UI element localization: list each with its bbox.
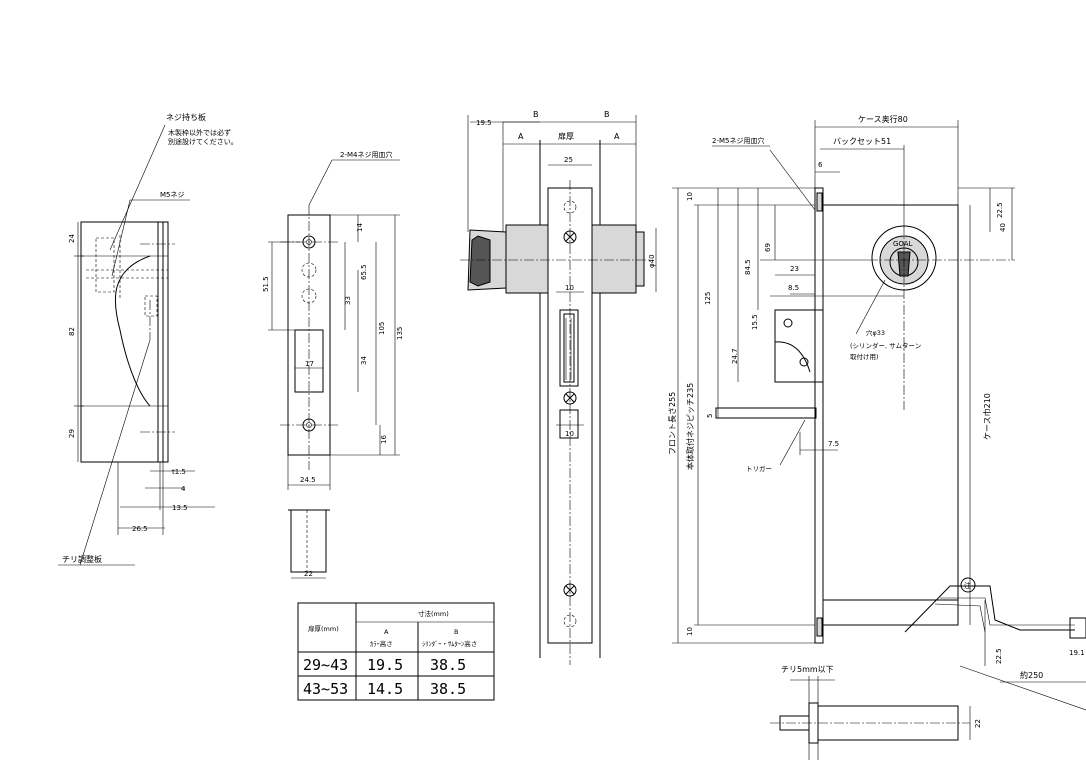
dim-26-5: 26.5 xyxy=(132,525,148,533)
dim-10-bottom: 10 xyxy=(686,627,694,636)
dim-16: 16 xyxy=(380,435,388,444)
a-sub: ｶﾗｰ高さ xyxy=(370,639,393,648)
chiri-label: チリ5mm以下 xyxy=(781,665,834,674)
dim-22-5-bottom: 22.5 xyxy=(995,648,1003,664)
hole-label: 穴φ33 xyxy=(866,328,885,337)
dim-19-1: 19.1 xyxy=(1069,649,1085,657)
dim-33: 33 xyxy=(344,296,352,305)
dim-B2: B xyxy=(604,110,610,119)
b-sub: ｼﾘﾝﾀﾞｰ・ｻﾑﾀｰﾝ高さ xyxy=(422,639,477,648)
screw-pitch: 本体取付ネジピッチ235 xyxy=(685,383,695,470)
dim-29: 29 xyxy=(68,429,76,438)
dim-40: 40 xyxy=(999,223,1007,232)
note-mark: 注 xyxy=(964,581,971,590)
dim-8-5: 8.5 xyxy=(788,284,799,292)
dim-10b: 10 xyxy=(565,430,574,438)
dim-15-5: 15.5 xyxy=(751,314,759,330)
hole-note1: (シリンダー, サムターン xyxy=(850,341,921,350)
dim-23: 23 xyxy=(790,265,799,273)
dim-header: 寸法(mm) xyxy=(418,609,449,618)
hole-note2: 取付け用) xyxy=(850,352,879,361)
row2-b: 38.5 xyxy=(430,680,466,698)
strike-hole-label: 2-M4ネジ用皿穴 xyxy=(340,150,392,159)
b-header: B xyxy=(454,628,458,636)
dim-13-5: 13.5 xyxy=(172,504,188,512)
backset: バックセット51 xyxy=(833,137,891,146)
row1-thickness: 29~43 xyxy=(303,656,348,674)
row1-b: 38.5 xyxy=(430,656,466,674)
dim-A2: A xyxy=(614,132,620,141)
cylinder-brand: GOAL xyxy=(893,240,913,248)
dim-7-5: 7.5 xyxy=(828,440,839,448)
dim-B1: B xyxy=(533,110,539,119)
dim-22: 22 xyxy=(304,570,313,578)
row2-a: 14.5 xyxy=(367,680,403,698)
dim-65-5: 65.5 xyxy=(360,264,368,280)
screw-icon xyxy=(563,391,577,405)
approx-250: 約250 xyxy=(1020,670,1043,680)
dim-135: 135 xyxy=(396,327,404,340)
dim-25: 25 xyxy=(564,156,573,164)
door-thickness: 扉厚 xyxy=(558,131,574,141)
dim-phi40: φ40 xyxy=(648,254,656,268)
dim-24: 24 xyxy=(68,234,76,243)
dim-t15: t1.5 xyxy=(172,468,186,476)
dim-84-5: 84.5 xyxy=(744,259,752,275)
col-thickness-header: 扉厚(mm) xyxy=(308,624,339,633)
screw-plate-note1: 木製枠以外では必ず xyxy=(168,128,231,137)
left-side-view: ネジ持ち板 木製枠以外では必ず 別途設けてください。 M5ネジ チリ調整板 24… xyxy=(58,112,238,566)
screw-icon xyxy=(563,230,577,244)
dim-4: 4 xyxy=(181,485,186,493)
screw-icon xyxy=(563,583,577,597)
dim-105: 105 xyxy=(378,322,386,335)
dimension-table: 扉厚(mm) 寸法(mm) A ｶﾗｰ高さ B ｼﾘﾝﾀﾞｰ・ｻﾑﾀｰﾝ高さ 2… xyxy=(297,602,495,701)
dim-5: 5 xyxy=(706,414,714,418)
dim-22-5-top: 22.5 xyxy=(996,202,1004,218)
dim-51-5: 51.5 xyxy=(262,276,270,292)
dim-14: 14 xyxy=(356,223,364,232)
dim-A1: A xyxy=(518,132,524,141)
a-header: A xyxy=(384,628,389,636)
dim-10a: 10 xyxy=(565,284,574,292)
screw-plate-note2: 別途設けてください。 xyxy=(168,137,238,146)
lock-front-view: 19.5 B B A A 扉厚 25 φ40 10 10 xyxy=(460,110,657,665)
dim-24-7: 24.7 xyxy=(731,348,739,364)
m5-holes: 2-M5ネジ用皿穴 xyxy=(712,136,764,145)
dim-34: 34 xyxy=(360,356,368,365)
dim-10-top: 10 xyxy=(686,192,694,201)
case-width: ケース巾210 xyxy=(982,393,992,440)
adjust-plate-label: チリ調整板 xyxy=(62,554,102,564)
screw-plate-label: ネジ持ち板 xyxy=(166,112,206,122)
dim-19-5: 19.5 xyxy=(476,119,492,127)
strike-front-view: 2-M4ネジ用皿穴 51.5 14 65.5 33 105 135 34 17 … xyxy=(262,150,404,579)
row2-thickness: 43~53 xyxy=(303,680,348,698)
dim-69: 69 xyxy=(764,243,772,252)
dim-24-5: 24.5 xyxy=(300,476,316,484)
dim-125: 125 xyxy=(704,292,712,305)
trigger-label: トリガー xyxy=(746,464,772,473)
dim-82: 82 xyxy=(68,327,76,336)
dim-6: 6 xyxy=(818,161,823,169)
dim-22-bottom: 22 xyxy=(974,719,982,728)
lock-side-view: GOAL 注 xyxy=(668,114,1086,760)
case-depth: ケース奥行80 xyxy=(858,114,908,124)
front-length: フロント長さ255 xyxy=(668,392,677,455)
m5-label: M5ネジ xyxy=(160,191,185,199)
dim-17: 17 xyxy=(305,360,314,368)
row1-a: 19.5 xyxy=(367,656,403,674)
